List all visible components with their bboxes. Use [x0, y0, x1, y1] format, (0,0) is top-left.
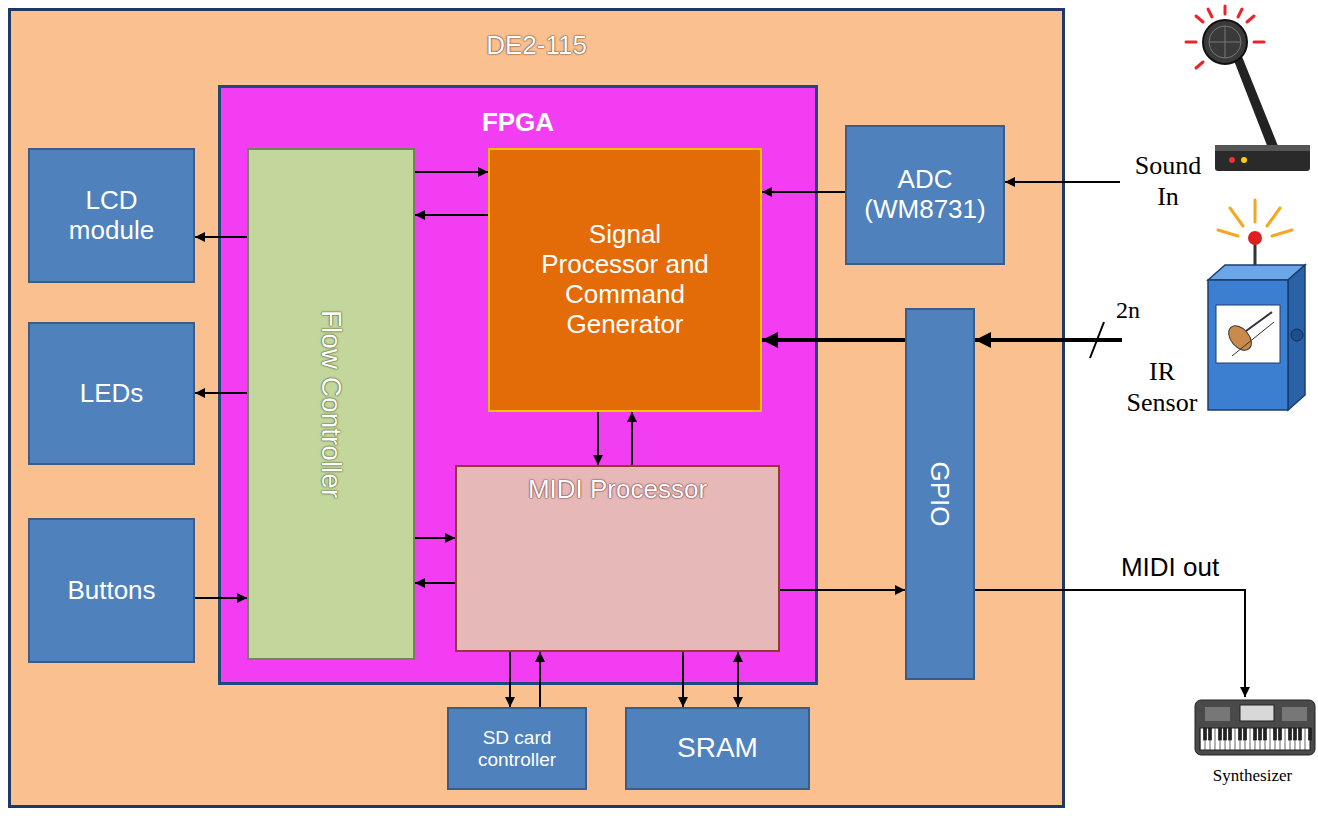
box-label: SRAM — [677, 732, 758, 764]
gpio-box: GPIO — [905, 308, 975, 680]
adc-box: ADC (WM8731) — [845, 125, 1005, 265]
output-label: MIDI out — [1100, 552, 1240, 583]
microphone-icon — [1186, 6, 1310, 171]
synthesizer-label: Synthesizer — [1190, 766, 1315, 786]
connector-arrow — [762, 338, 905, 342]
bus-width-slash — [1090, 322, 1104, 358]
controller-box: Flow Controller — [247, 148, 415, 660]
connector-arrow — [415, 537, 455, 539]
box-label: FPGA — [482, 108, 554, 138]
sound-in-wire — [1005, 181, 1120, 183]
connector-arrow — [762, 191, 845, 193]
box-label: LCD module — [52, 186, 172, 246]
connector-arrow — [509, 652, 511, 707]
connector-arrow — [737, 652, 739, 707]
box-label: LEDs — [80, 379, 144, 409]
synthesizer-icon — [1195, 700, 1315, 755]
box-label: Buttons — [67, 576, 155, 606]
processor-box: Signal Processor and Command Generator — [488, 148, 762, 412]
led-box: LEDs — [28, 322, 195, 465]
board-panel: DE2-115FPGA Flow Controller Signal Process… — [8, 8, 1065, 808]
bus-width-label: 2n — [1110, 296, 1146, 325]
sd-controller-box: SD card controller — [447, 707, 587, 790]
module-box: LCD module — [28, 148, 195, 283]
box-label: ADC (WM8731) — [860, 165, 990, 225]
box-label: DE2-115 — [486, 31, 587, 61]
connector-arrow — [415, 582, 455, 584]
connector-arrow — [195, 236, 247, 238]
box-label: Flow Controller — [315, 310, 347, 498]
connector-arrow — [415, 214, 488, 216]
input-label: Sound In — [1128, 150, 1208, 212]
connector-arrow — [195, 392, 247, 394]
connector-arrow — [597, 412, 599, 465]
sensor-label: IR Sensor — [1120, 356, 1204, 418]
connector-arrow — [415, 171, 488, 173]
button-box: Buttons — [28, 518, 195, 663]
fpga-panel: FPGA Flow Controller Signal Processor and … — [218, 85, 818, 685]
connector-arrow — [539, 652, 541, 707]
connector-arrow — [780, 589, 905, 591]
connector-arrow — [682, 652, 684, 707]
box-label: GPIO — [925, 461, 955, 526]
connector-arrow — [631, 412, 633, 465]
sram-box: SRAM — [625, 707, 810, 790]
box-label: SD card controller — [467, 727, 567, 771]
ir-bus-wire — [975, 338, 1122, 342]
midi-processor-box: MIDI Processor — [455, 465, 780, 652]
box-label: Signal Processor and Command Generator — [530, 220, 720, 340]
ir-sensor-icon — [1208, 200, 1305, 410]
midi-out-wire — [975, 590, 1245, 697]
box-label: MIDI Processor — [528, 475, 707, 505]
connector-arrow — [195, 597, 247, 599]
